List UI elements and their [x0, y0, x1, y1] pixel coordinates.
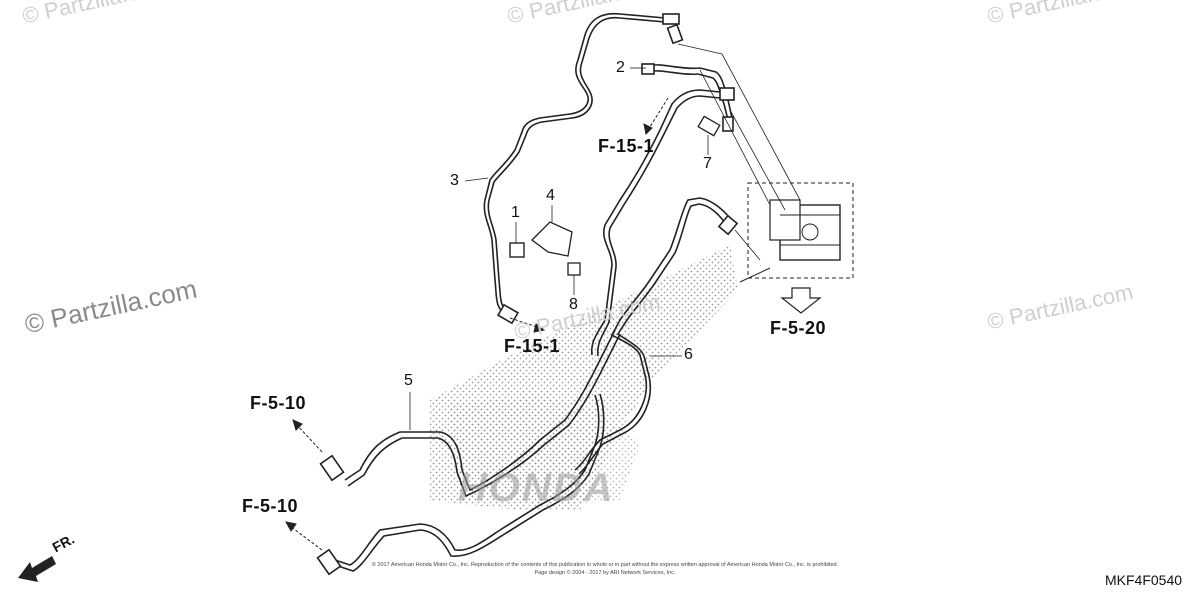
callout-5: 5	[404, 372, 413, 389]
ref-f5-10-bottom: F-5-10	[242, 496, 299, 516]
abs-modulator	[739, 182, 854, 283]
leader-lines	[677, 43, 801, 261]
callout-7: 7	[703, 155, 712, 172]
callout-leaders	[409, 67, 682, 430]
copyright-line-1: © 2017 American Honda Motor Co., Inc. Re…	[371, 562, 839, 568]
brake-pipe-3	[483, 12, 684, 325]
callout-4: 4	[546, 187, 555, 204]
brake-pipe-lower	[316, 393, 605, 576]
callout-2: 2	[616, 59, 625, 76]
stipple-wing-shape-2	[450, 395, 640, 505]
copyright-notice: © 2017 American Honda Motor Co., Inc. Re…	[340, 561, 870, 577]
diagram-code: MKF4F0540	[1105, 572, 1183, 588]
clamp-part-7	[697, 115, 721, 155]
callout-3: 3	[450, 172, 459, 189]
copyright-line-2: Page design © 2004 - 2017 by ARI Network…	[534, 570, 676, 576]
clip-part-1	[509, 222, 525, 258]
ref-arrows	[285, 97, 669, 551]
bolt-part-8	[567, 262, 581, 295]
callout-8: 8	[569, 296, 578, 313]
background-logo: HONDA	[458, 466, 615, 510]
callout-1: 1	[511, 204, 520, 221]
ref-f5-10-top: F-5-10	[250, 393, 307, 413]
ref-f5-20: F-5-20	[770, 318, 827, 338]
front-arrow-icon	[18, 556, 56, 582]
ref-f15-1-mid: F-15-1	[504, 336, 561, 356]
callout-6: 6	[684, 346, 693, 363]
ref-f15-1-top: F-15-1	[598, 136, 655, 156]
down-arrow-icon	[780, 287, 822, 314]
brake-pipe-5	[319, 329, 621, 498]
bracket-part-4	[531, 205, 573, 257]
